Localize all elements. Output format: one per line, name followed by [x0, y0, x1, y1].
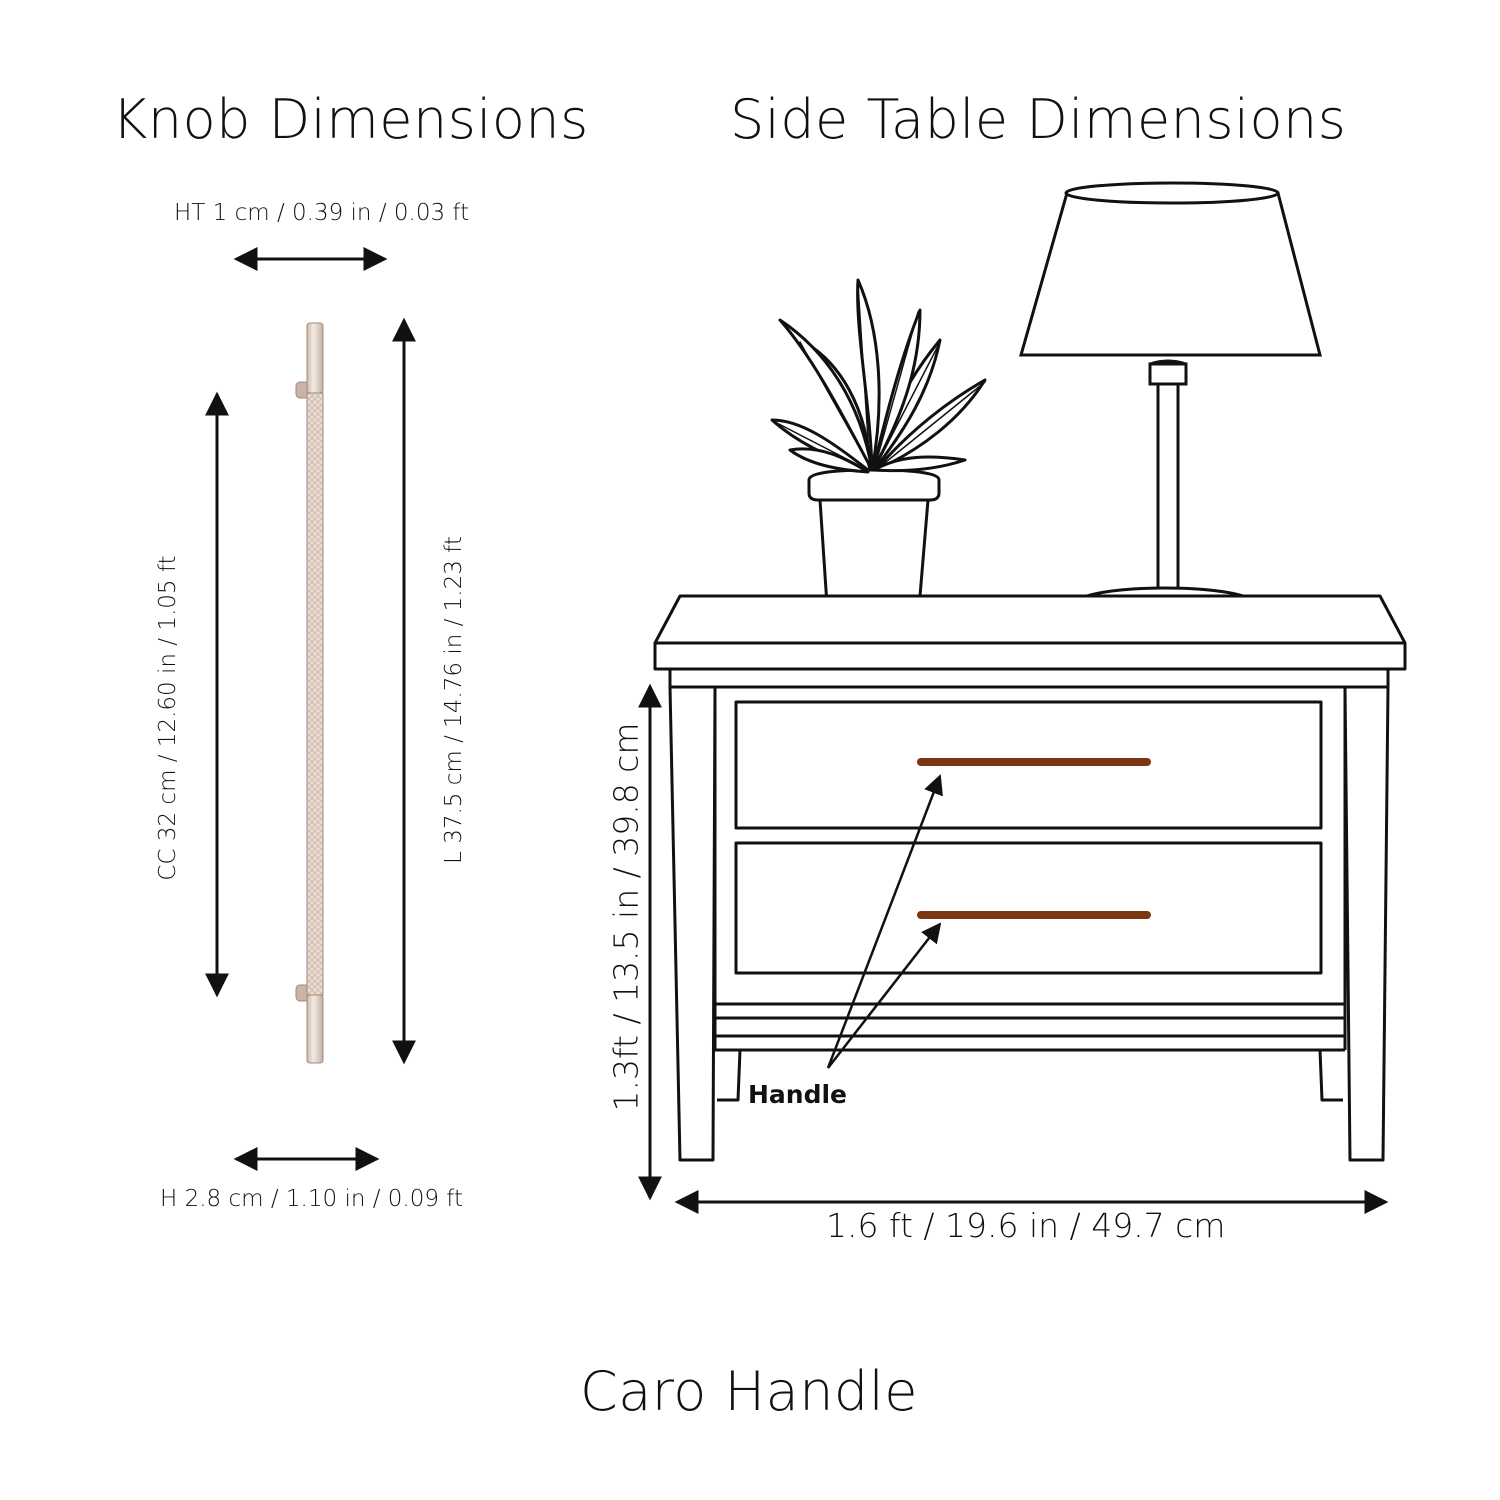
knob-h-label: H 2.8 cm / 1.10 in / 0.09 ft — [160, 1186, 464, 1212]
handle-callout-arrows — [826, 774, 943, 1069]
handle-callout-label: Handle — [748, 1080, 848, 1109]
knob-cc-label: CC 32 cm / 12.60 in / 1.05 ft — [155, 555, 181, 881]
knob-l-label: L 37.5 cm / 14.76 in / 1.23 ft — [441, 536, 467, 864]
knob-ht-label: HT 1 cm / 0.39 in / 0.03 ft — [174, 200, 470, 226]
product-title: Caro Handle — [580, 1360, 918, 1423]
plant-illustration — [770, 278, 987, 622]
knob-dimensions-title: Knob Dimensions — [112, 88, 589, 151]
table-height-label: 1.3ft / 13.5 in / 39.8 cm — [606, 722, 646, 1112]
side-table-illustration — [653, 594, 1407, 1162]
side-table-dimensions-title: Side Table Dimensions — [730, 88, 1347, 151]
lamp-illustration — [1019, 181, 1322, 625]
table-width-label: 1.6 ft / 19.6 in / 49.7 cm — [826, 1206, 1226, 1245]
knob-illustration — [295, 322, 324, 1064]
